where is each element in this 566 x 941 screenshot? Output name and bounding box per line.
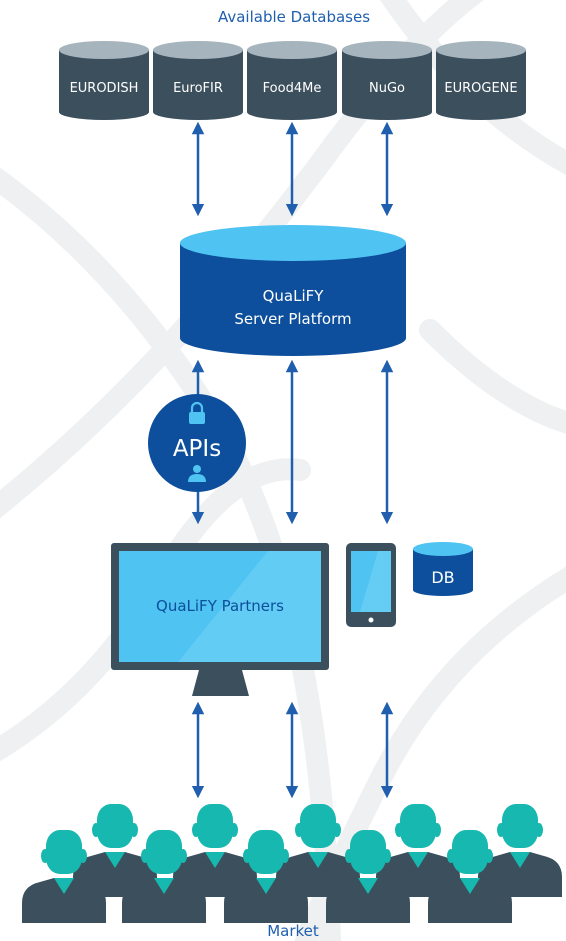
user-icon: [188, 465, 206, 482]
database-label: EuroFIR: [173, 81, 223, 96]
database-label: EUROGENE: [444, 81, 517, 96]
market-crowd: [22, 804, 562, 923]
partners-label: QuaLiFY Partners: [156, 597, 284, 615]
database-label: Food4Me: [263, 81, 322, 96]
apis-label: APIs: [173, 436, 221, 462]
database-food4me: Food4Me: [247, 41, 337, 120]
tablet-icon: [346, 543, 396, 627]
local-db: DB: [413, 542, 473, 596]
server-subtitle: Server Platform: [234, 310, 351, 328]
server-platform: QuaLiFY Server Platform: [180, 225, 406, 356]
arrows-partners-market: [191, 701, 394, 799]
diagram-title: Available Databases: [218, 8, 370, 26]
database-eurodish: EURODISH: [59, 41, 149, 120]
partners-monitor: QuaLiFY Partners: [111, 543, 329, 696]
server-title: QuaLiFY: [263, 287, 325, 305]
market-label: Market: [267, 922, 319, 940]
database-label: EURODISH: [70, 81, 139, 96]
database-row: EURODISH EuroFIR Food4Me NuGo EUROGENE: [59, 41, 526, 120]
lock-icon: [189, 401, 205, 424]
database-nugo: NuGo: [342, 41, 432, 120]
database-eurogene: EUROGENE: [436, 41, 526, 120]
database-eurofir: EuroFIR: [153, 41, 243, 120]
apis-badge: APIs: [148, 394, 246, 492]
database-label: NuGo: [369, 81, 405, 96]
arrows-databases-server: [191, 121, 394, 217]
db-label: DB: [431, 568, 454, 587]
